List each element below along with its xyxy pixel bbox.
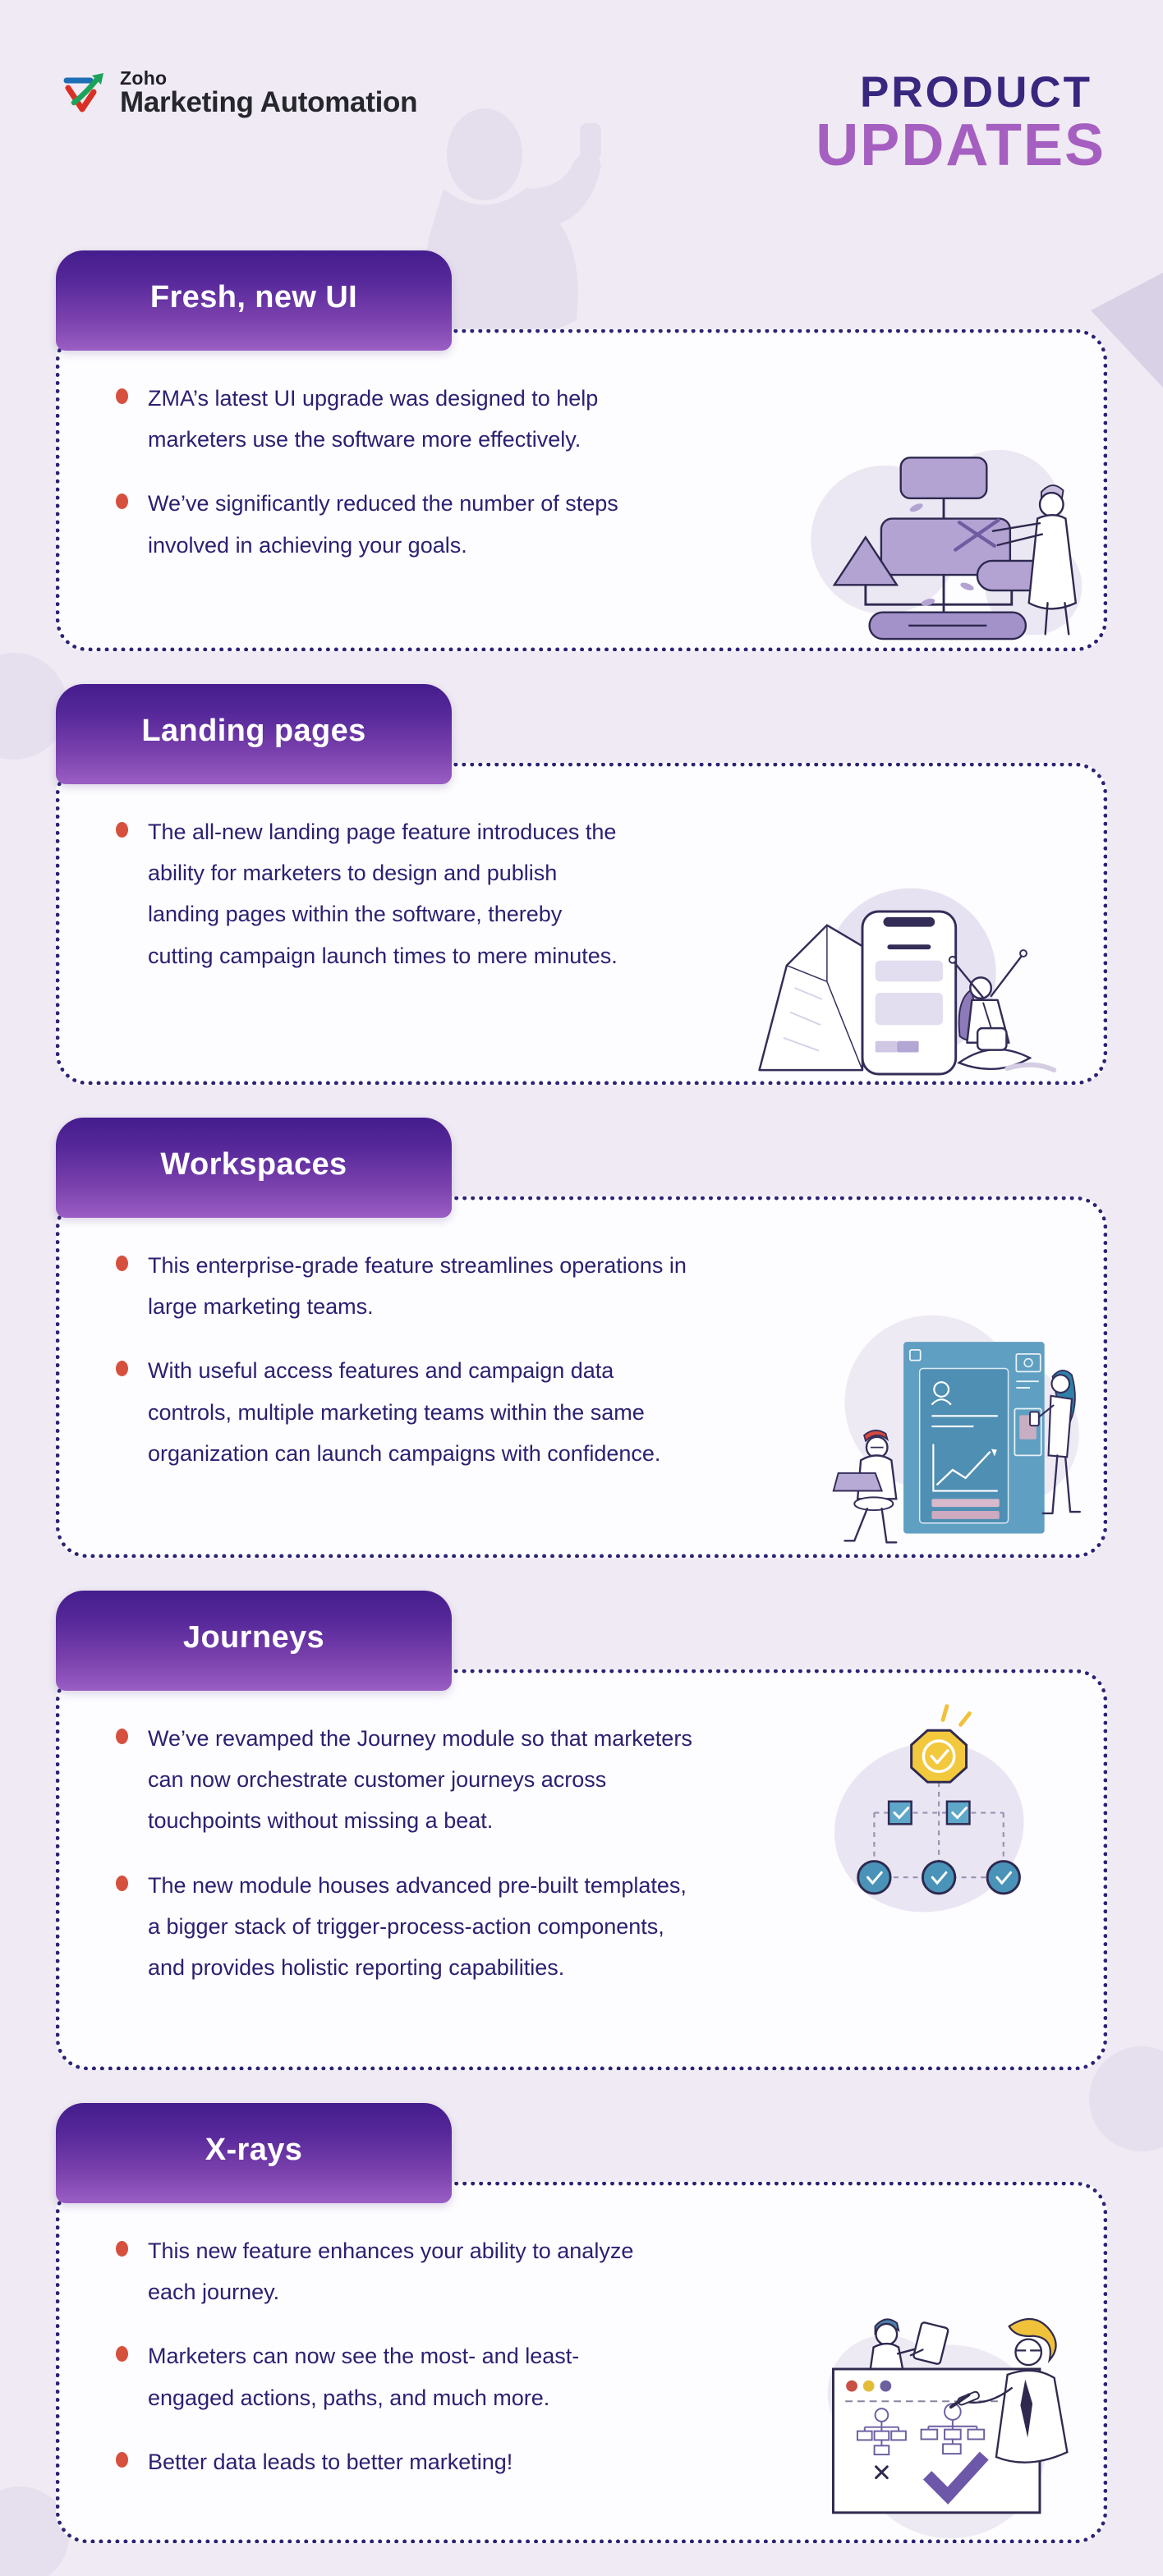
list-item: Better data leads to better marketing! — [116, 2441, 1054, 2482]
phone-landing-page-illustration — [758, 888, 1057, 1076]
bullet-dot-icon — [116, 1875, 128, 1891]
bullet-text: Marketers can now see the most- and leas… — [148, 2344, 580, 2410]
section-journeys: Journeys We’ve revamped the Journey modu… — [56, 1591, 1107, 2070]
section-ribbon: Workspaces — [56, 1118, 452, 1218]
flowchart-pruning-illustration — [811, 449, 1083, 641]
bullet-text: This enterprise-grade feature streamline… — [148, 1253, 687, 1320]
zoho-marketing-automation-logo: Zoho Marketing Automation — [61, 67, 418, 119]
title-product: PRODUCT — [859, 68, 1092, 117]
list-item: ZMA’s latest UI upgrade was designed to … — [116, 378, 1054, 460]
list-item: With useful access features and campaign… — [116, 1350, 1054, 1474]
journey-analysis-illustration — [827, 2317, 1069, 2539]
bullet-dot-icon — [116, 2241, 128, 2257]
bullet-dot-icon — [116, 1256, 128, 1271]
list-item: We’ve revamped the Journey module so tha… — [116, 1718, 1054, 1842]
bullet-dot-icon — [116, 1361, 128, 1377]
journey-flowchart-illustration — [834, 1704, 1024, 1912]
bullet-dot-icon — [116, 1729, 128, 1744]
list-item: This enterprise-grade feature streamline… — [116, 1245, 1054, 1327]
bullet-text: The new module houses advanced pre-built… — [148, 1872, 687, 1981]
logo-product-name: Marketing Automation — [120, 86, 418, 119]
list-item: Marketers can now see the most- and leas… — [116, 2335, 1054, 2418]
section-fresh-new-ui: Fresh, new UI ZMA’s latest UI upgrade wa… — [56, 250, 1107, 651]
section-card: This new feature enhances your ability t… — [56, 2182, 1107, 2543]
section-card: The all-new landing page feature introdu… — [56, 763, 1107, 1085]
section-ribbon: Landing pages — [56, 684, 452, 784]
list-item: This new feature enhances your ability t… — [116, 2230, 1054, 2312]
section-title: Journeys — [182, 1619, 325, 1655]
bullet-dot-icon — [116, 822, 128, 838]
bullet-text: The all-new landing page feature introdu… — [148, 820, 618, 968]
bullet-text: This new feature enhances your ability t… — [148, 2239, 634, 2305]
bullet-dot-icon — [116, 388, 128, 404]
section-title: X-rays — [205, 2132, 303, 2167]
section-workspaces: Workspaces This enterprise-grade feature… — [56, 1118, 1107, 1558]
list-item: We’ve significantly reduced the number o… — [116, 483, 1054, 565]
section-ribbon: Fresh, new UI — [56, 250, 452, 351]
triangle-decoration — [1091, 273, 1163, 388]
section-card: We’ve revamped the Journey module so tha… — [56, 1669, 1107, 2070]
bullet-text: We’ve revamped the Journey module so tha… — [148, 1726, 692, 1834]
bullet-text: Better data leads to better marketing! — [148, 2449, 513, 2474]
bullet-text: With useful access features and campaign… — [148, 1358, 661, 1466]
list-item: The new module houses advanced pre-built… — [116, 1865, 1054, 1989]
list-item: The all-new landing page feature introdu… — [116, 811, 1054, 976]
bullet-dot-icon — [116, 2451, 128, 2468]
section-title: Workspaces — [160, 1146, 347, 1182]
section-ribbon: Journeys — [56, 1591, 452, 1691]
header: Zoho Marketing Automation PRODUCT UPDATE… — [0, 0, 1163, 175]
page-title: PRODUCT UPDATES — [816, 71, 1106, 175]
bullet-dot-icon — [116, 2346, 128, 2362]
section-landing-pages: Landing pages The all-new landing page f… — [56, 684, 1107, 1085]
title-updates: UPDATES — [816, 112, 1106, 178]
bullet-list: The all-new landing page feature introdu… — [60, 767, 1103, 1027]
section-card: This enterprise-grade feature streamline… — [56, 1196, 1107, 1558]
logo-text: Zoho Marketing Automation — [120, 67, 418, 119]
bullet-list: This new feature enhances your ability t… — [60, 2186, 1103, 2533]
section-title: Fresh, new UI — [149, 279, 358, 315]
team-dashboard-illustration — [832, 1315, 1081, 1544]
bullet-list: We’ve revamped the Journey module so tha… — [60, 1674, 1103, 2039]
zoho-funnel-icon — [63, 72, 103, 112]
section-title: Landing pages — [141, 713, 366, 748]
sections-list: Fresh, new UI ZMA’s latest UI upgrade wa… — [0, 250, 1163, 2543]
bullet-text: ZMA’s latest UI upgrade was designed to … — [148, 386, 599, 452]
section-ribbon: X-rays — [56, 2103, 452, 2203]
bullet-list: This enterprise-grade feature streamline… — [60, 1201, 1103, 1525]
bullet-list: ZMA’s latest UI upgrade was designed to … — [60, 333, 1103, 617]
section-x-rays: X-rays This new feature enhances your ab… — [56, 2103, 1107, 2543]
logo-brand: Zoho — [120, 67, 168, 89]
section-card: ZMA’s latest UI upgrade was designed to … — [56, 329, 1107, 651]
bullet-dot-icon — [116, 494, 128, 510]
bullet-text: We’ve significantly reduced the number o… — [148, 491, 618, 558]
